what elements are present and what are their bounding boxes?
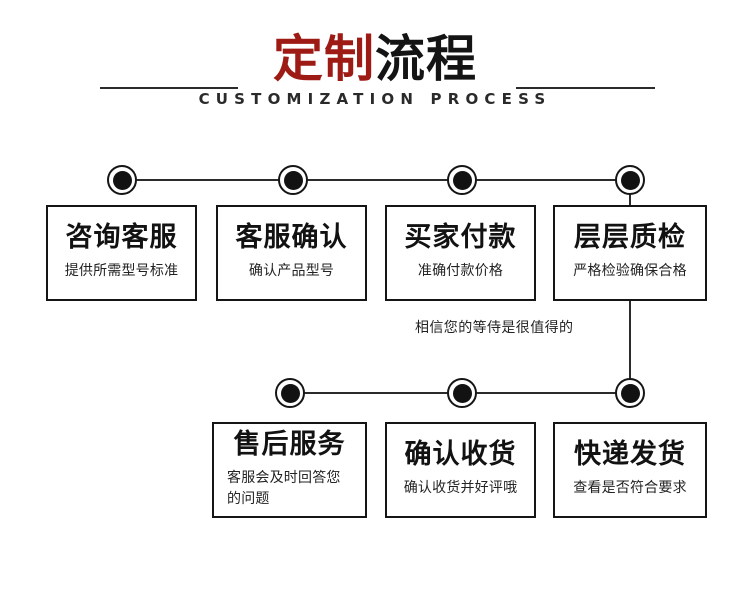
page-title: 定制流程 (0, 26, 750, 92)
title-rule-left (100, 87, 238, 89)
page-title-main: 流程 (375, 30, 477, 88)
step-title-7: 快递发货 (574, 439, 686, 470)
step-title-1: 咨询客服 (65, 222, 178, 253)
page-title-accent: 定制 (273, 30, 375, 88)
step-node-1[interactable] (107, 165, 137, 195)
step-node-5[interactable] (275, 378, 305, 408)
step-node-6[interactable] (447, 378, 477, 408)
step-title-3: 买家付款 (404, 222, 517, 253)
step-node-4[interactable] (615, 165, 645, 195)
step-box-5[interactable]: 售后服务 客服会及时回答您 的问题 (212, 422, 367, 518)
step-node-2[interactable] (278, 165, 308, 195)
step-title-6: 确认收货 (404, 439, 517, 470)
flow-mid-caption: 相信您的等侍是很值得的 (415, 320, 574, 336)
step-title-2: 客服确认 (235, 222, 348, 253)
step-desc-1: 提供所需型号标准 (64, 263, 179, 279)
step-box-7[interactable]: 快递发货 查看是否符合要求 (553, 422, 707, 518)
step-box-6[interactable]: 确认收货 确认收货并好评哦 (385, 422, 536, 518)
step-title-5: 售后服务 (233, 428, 346, 460)
step-box-3[interactable]: 买家付款 准确付款价格 (385, 205, 536, 301)
step-box-1[interactable]: 咨询客服 提供所需型号标准 (46, 205, 197, 301)
page-header: 定制流程 (0, 26, 750, 98)
connector-row1-horizontal (122, 179, 630, 181)
step-desc-7: 查看是否符合要求 (573, 480, 687, 496)
step-desc-6: 确认收货并好评哦 (403, 480, 518, 496)
step-box-4[interactable]: 层层质检 严格检验确保合格 (553, 205, 707, 301)
step-desc-5: 客服会及时回答您 的问题 (218, 468, 361, 510)
title-rule-right (516, 87, 655, 89)
step-desc-2: 确认产品型号 (248, 263, 335, 279)
step-node-3[interactable] (447, 165, 477, 195)
step-box-2[interactable]: 客服确认 确认产品型号 (216, 205, 367, 301)
step-title-4: 层层质检 (574, 222, 686, 253)
step-desc-5-line2: 的问题 (227, 490, 270, 507)
step-desc-3: 准确付款价格 (417, 263, 504, 279)
step-desc-4: 严格检验确保合格 (573, 263, 687, 279)
step-desc-5-line1: 客服会及时回答您 (227, 469, 341, 486)
step-node-7[interactable] (615, 378, 645, 408)
page-subtitle: CUSTOMIZATION PROCESS (198, 90, 552, 108)
